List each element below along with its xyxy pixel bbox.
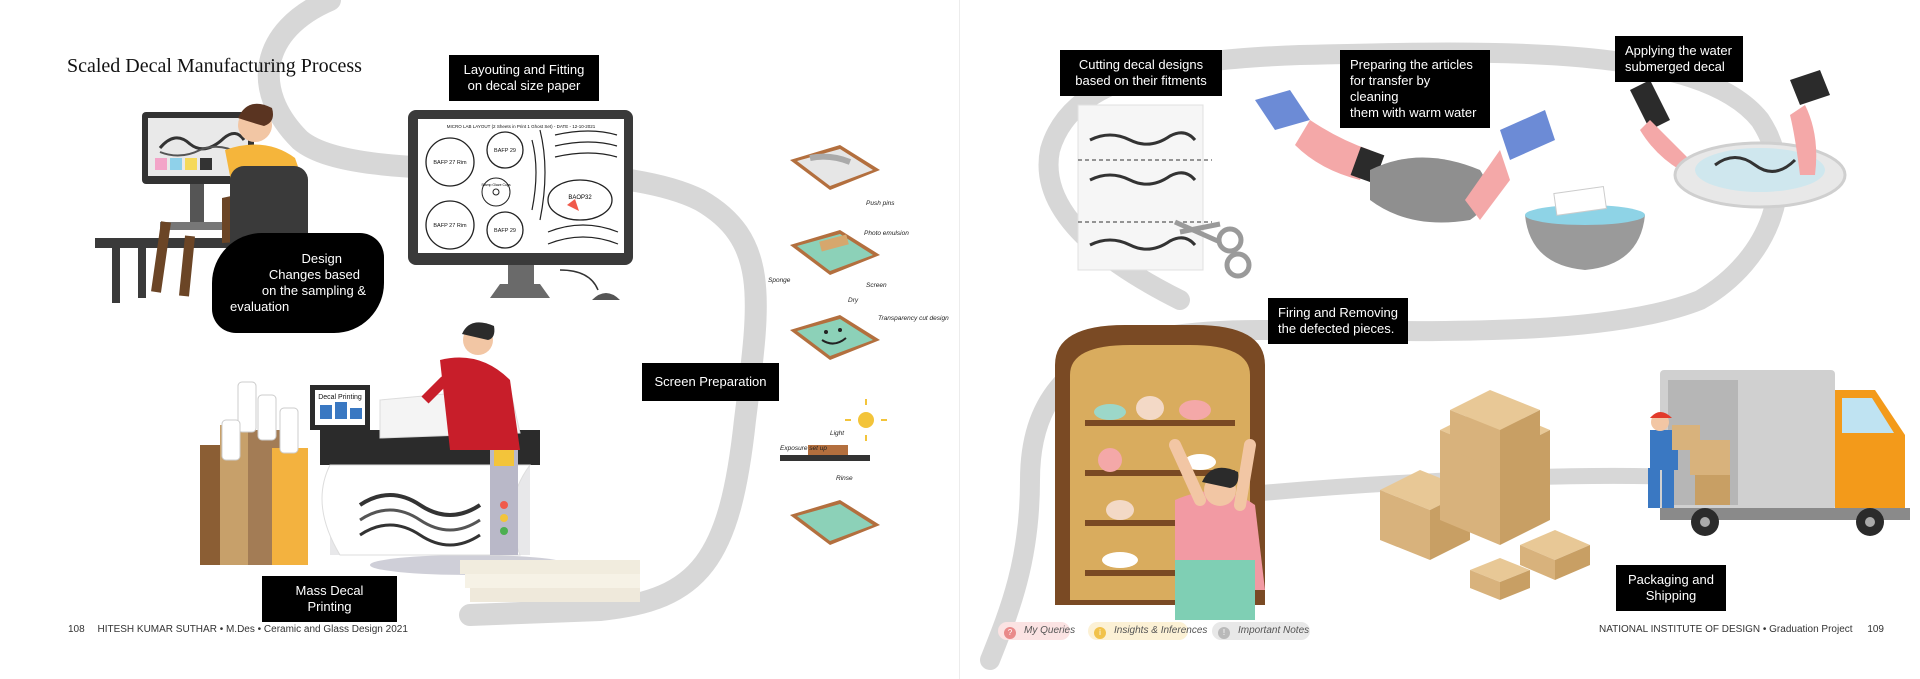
monitor-layout-illustration: MICRO LAB LAYOUT (2 Sheets in Print 1 Gh… — [408, 110, 633, 300]
label-preparing-line-2: for transfer by cleaning — [1350, 73, 1431, 104]
label-mass-decal-printing: Mass Decal Printing — [262, 576, 397, 622]
layout-oval-label: BAOP32 — [568, 195, 592, 201]
sketch-note-rinse: Rinse — [836, 475, 853, 482]
page-title: Scaled Decal Manufacturing Process — [67, 55, 362, 77]
label-preparing: Preparing the articles for transfer by c… — [1340, 50, 1490, 128]
sketch-note-sponge: Sponge — [768, 277, 791, 284]
boxes-illustration — [1380, 390, 1590, 600]
label-design-line-3: on the sampling & — [261, 283, 366, 298]
footer-left-text: HITESH KUMAR SUTHAR • M.Des • Ceramic an… — [97, 624, 408, 635]
truck-illustration — [1648, 370, 1910, 536]
sketch-note-transparency: Transparency cut design — [878, 315, 949, 322]
cleaning-illustration — [1255, 90, 1645, 270]
label-layouting: Layouting and Fitting on decal size pape… — [449, 55, 599, 101]
label-cutting-line-2: based on their fitments — [1075, 73, 1207, 88]
screen-prep-illustration: Push pins Photo emulsion Sponge Screen D… — [768, 145, 949, 545]
pill-insights[interactable]: i Insights & Inferences — [1088, 622, 1207, 640]
sketch-note-push-pins: Push pins — [866, 200, 895, 207]
label-firing: Firing and Removing the defected pieces. — [1268, 298, 1408, 344]
label-firing-line-1: Firing and Removing — [1278, 305, 1398, 320]
label-design-line-1: Design — [301, 251, 342, 266]
pill-my-queries[interactable]: ? My Queries — [998, 622, 1075, 640]
pill-important-notes[interactable]: ! Important Notes — [1212, 622, 1310, 640]
label-layouting-line-2: on decal size paper — [467, 78, 581, 93]
label-layouting-line-1: Layouting and Fitting — [463, 62, 585, 77]
firing-illustration — [1055, 325, 1265, 620]
printer-illustration: Decal Printing — [200, 322, 640, 602]
info-icon: i — [1094, 627, 1106, 639]
layout-center-note: Stamp Glaze Cups — [481, 183, 511, 187]
label-preparing-line-1: Preparing the articles — [1350, 57, 1473, 72]
label-packaging: Packaging and Shipping — [1616, 565, 1726, 611]
sketch-note-light: Light — [830, 430, 845, 437]
label-firing-line-2: the defected pieces. — [1278, 321, 1395, 336]
process-path — [257, 0, 767, 626]
label-design-changes: Design Changes based on the sampling & e… — [212, 233, 384, 333]
label-applying: Applying the water submerged decal — [1615, 36, 1743, 82]
right-page-number: 109 — [1867, 624, 1884, 635]
label-applying-line-1: Applying the water — [1625, 43, 1732, 58]
sketch-note-screen: Screen — [866, 282, 887, 289]
label-applying-line-2: submerged decal — [1625, 59, 1725, 74]
footer-right: NATIONAL INSTITUTE OF DESIGN • Graduatio… — [1599, 624, 1884, 635]
page-gutter — [959, 0, 960, 679]
label-packaging-line-2: Shipping — [1645, 588, 1697, 603]
layout-sheet-header: MICRO LAB LAYOUT (2 Sheets in Print 1 Gh… — [447, 124, 596, 129]
designer-illustration — [95, 103, 308, 303]
label-preparing-line-3: them with warm water — [1350, 105, 1477, 120]
label-cutting: Cutting decal designs based on their fit… — [1060, 50, 1222, 96]
label-cutting-line-1: Cutting decal designs — [1078, 57, 1204, 72]
label-screen-preparation: Screen Preparation — [642, 363, 779, 401]
applying-illustration — [1630, 70, 1847, 209]
label-design-line-4: evaluation — [230, 299, 290, 314]
cutting-illustration — [1077, 104, 1252, 279]
footer-right-text: NATIONAL INSTITUTE OF DESIGN • Graduatio… — [1598, 624, 1853, 635]
alert-icon: ! — [1218, 627, 1230, 639]
left-page-number: 108 — [68, 624, 85, 635]
pill-my-queries-label: My Queries — [1024, 625, 1076, 636]
label-packaging-line-1: Packaging and — [1627, 572, 1714, 587]
sketch-note-dry: Dry — [848, 297, 859, 304]
question-icon: ? — [1004, 627, 1016, 639]
footer-left: 108 HITESH KUMAR SUTHAR • M.Des • Cerami… — [68, 624, 408, 635]
pill-insights-label: Insights & Inferences — [1114, 625, 1208, 636]
layout-circle-label: BAFP 27 Rim — [433, 160, 467, 166]
layout-circle-label: BAFP 27 Rim — [433, 223, 467, 229]
pill-important-notes-label: Important Notes — [1238, 625, 1310, 636]
sketch-note-exposure: Exposure set up — [780, 445, 827, 452]
layout-circle-label: BAFP 29 — [494, 148, 516, 154]
label-design-line-2: Changes based — [268, 267, 360, 282]
sketch-note-photo-emulsion: Photo emulsion — [864, 230, 909, 237]
printer-screen-label: Decal Printing — [318, 394, 362, 401]
layout-circle-label: BAFP 29 — [494, 228, 516, 234]
